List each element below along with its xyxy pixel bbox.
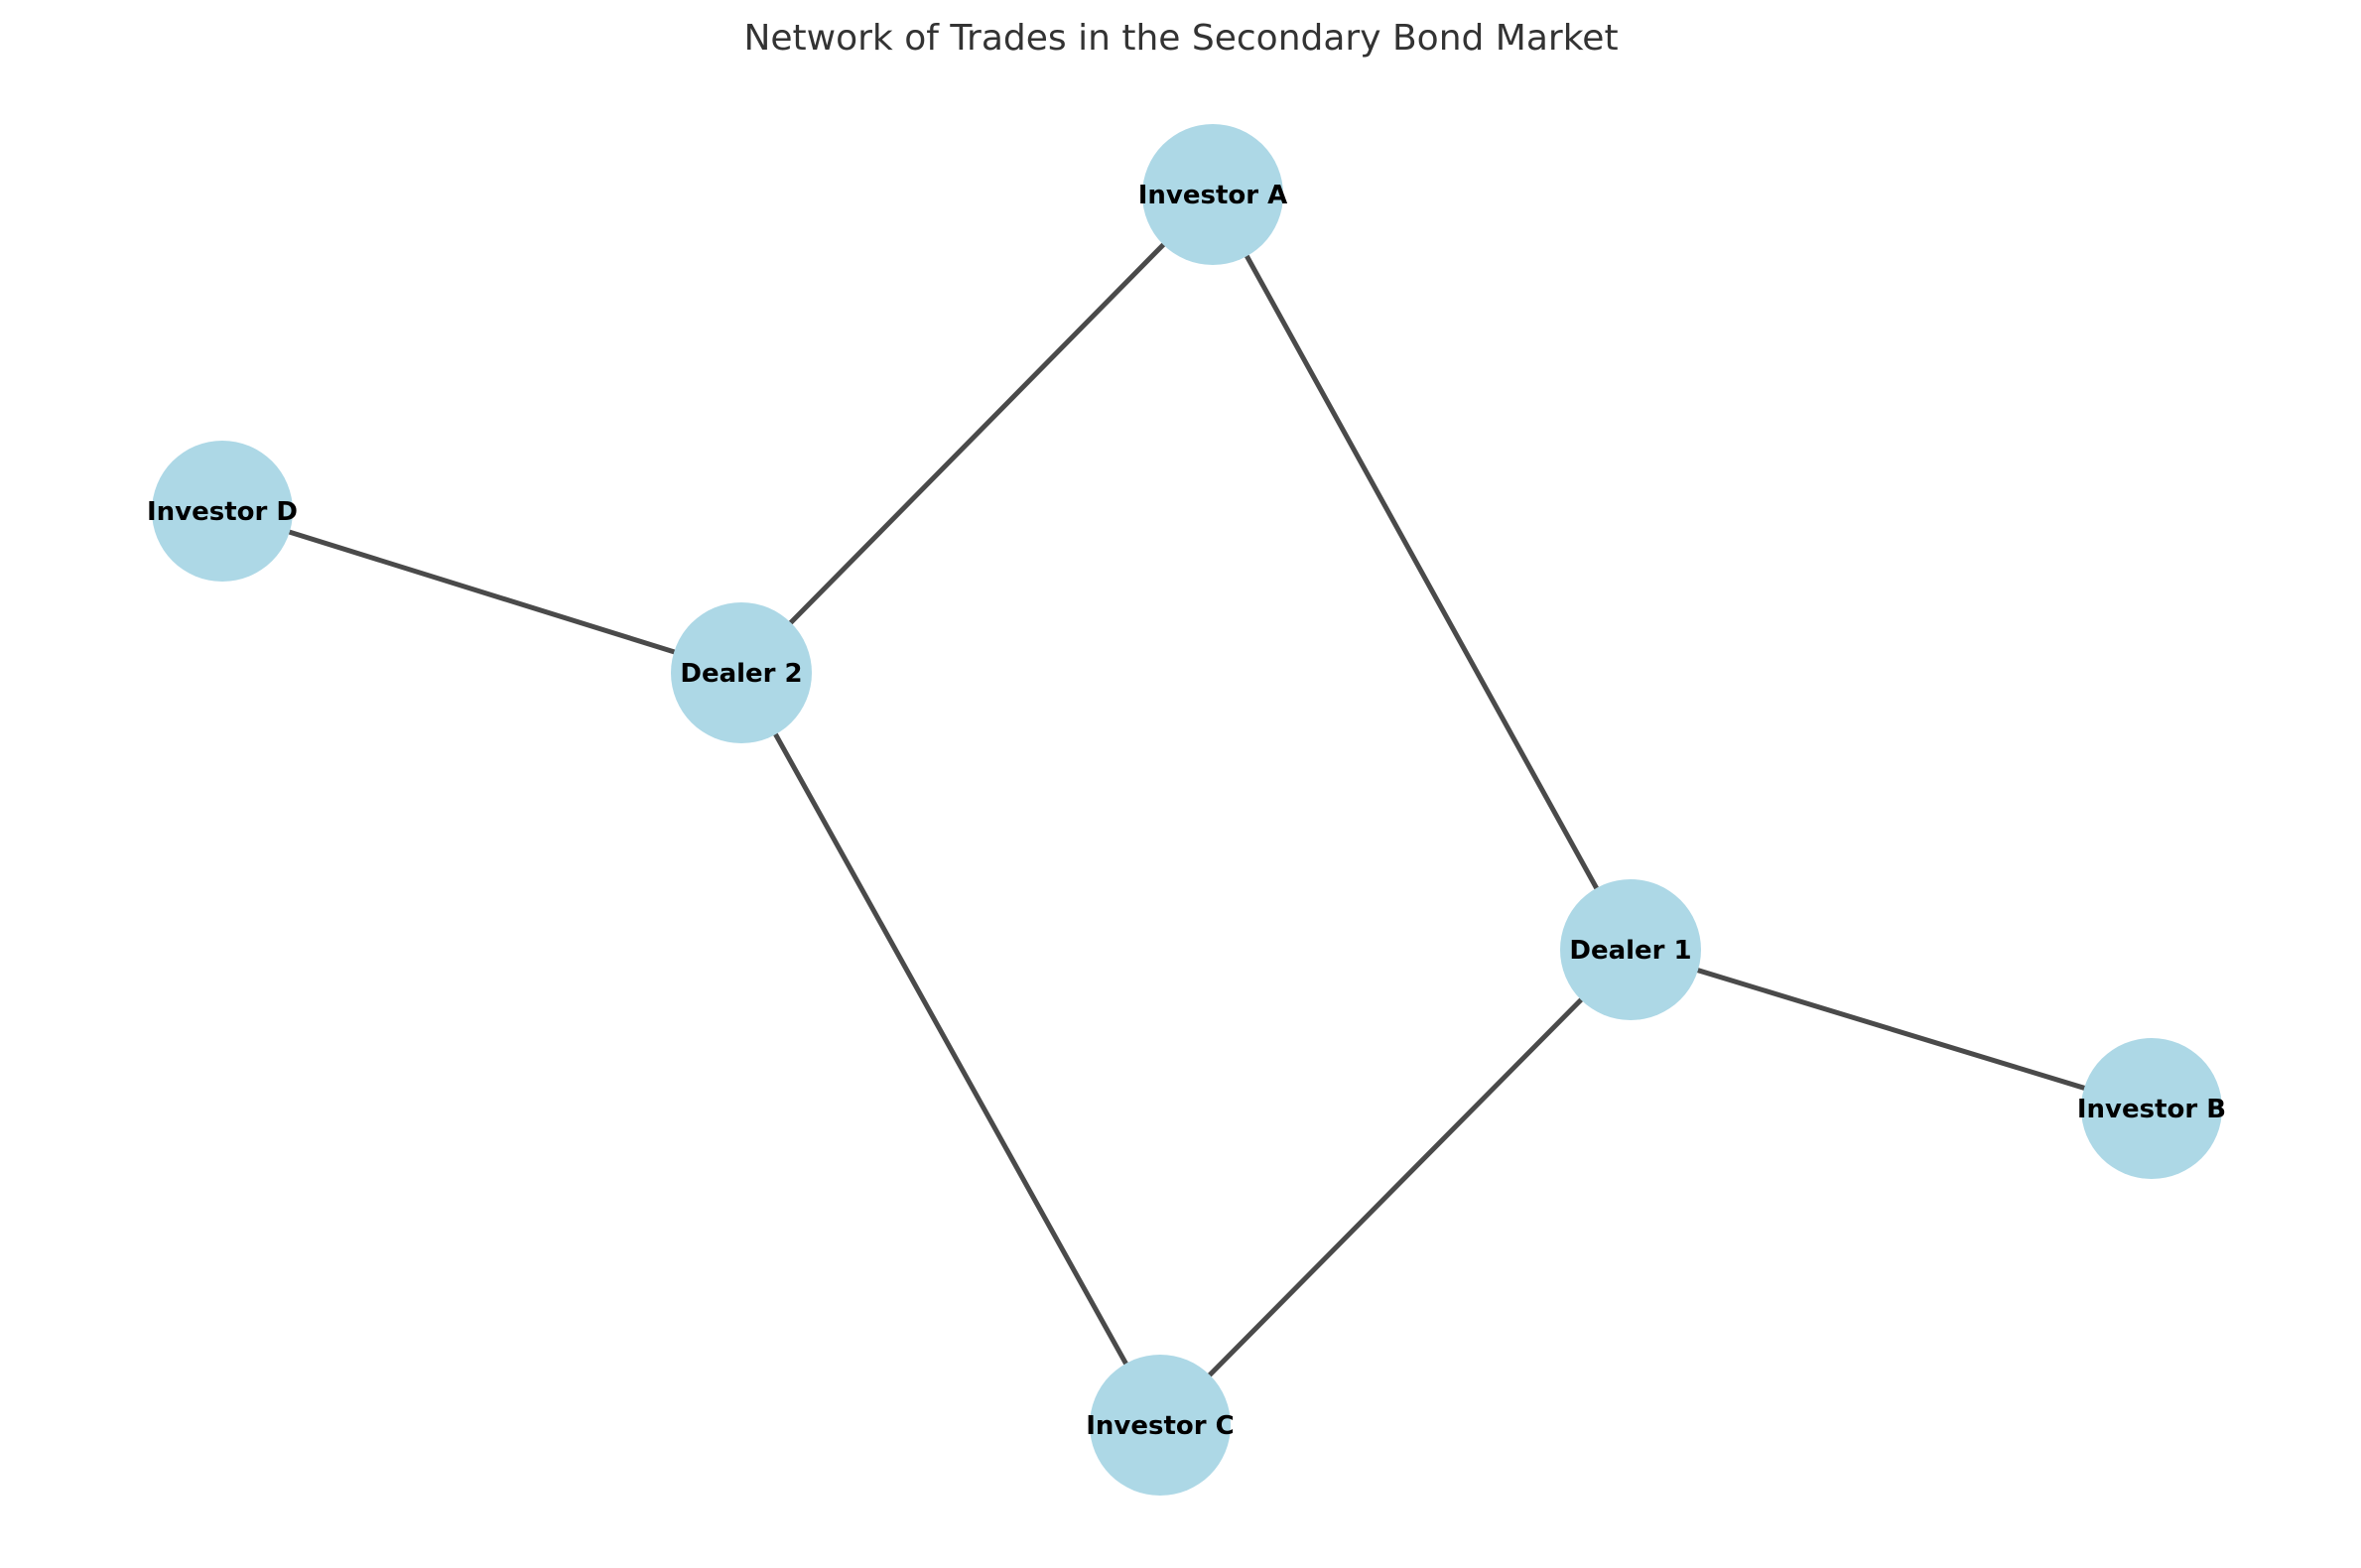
node-circle-investor-a <box>1142 124 1283 265</box>
node-circle-investor-c <box>1090 1355 1231 1496</box>
edge-investor-d-dealer-2 <box>287 529 677 655</box>
nodes-layer: Investor A Investor B Investor C Investor D… <box>147 124 2226 1496</box>
node-dealer-2: Dealer 2 <box>671 602 812 743</box>
node-label-investor-b: Investor B <box>2077 1095 2226 1124</box>
edge-dealer-2-investor-c <box>773 731 1128 1367</box>
node-investor-b: Investor B <box>2077 1038 2226 1179</box>
node-investor-c: Investor C <box>1086 1355 1235 1496</box>
node-label-investor-d: Investor D <box>147 497 298 527</box>
node-label-dealer-2: Dealer 2 <box>680 659 802 689</box>
node-investor-a: Investor A <box>1138 124 1288 265</box>
node-circle-dealer-1 <box>1560 879 1701 1020</box>
node-circle-dealer-2 <box>671 602 812 743</box>
node-label-dealer-1: Dealer 1 <box>1569 936 1691 966</box>
edge-dealer-1-investor-c <box>1207 996 1584 1378</box>
edge-investor-a-dealer-2 <box>788 242 1166 625</box>
node-investor-d: Investor D <box>147 441 298 582</box>
node-dealer-1: Dealer 1 <box>1560 879 1701 1020</box>
node-label-investor-c: Investor C <box>1086 1411 1235 1441</box>
edge-dealer-1-investor-b <box>1695 968 2087 1091</box>
edge-investor-a-dealer-1 <box>1244 253 1600 891</box>
diagram-title: Network of Trades in the Secondary Bond … <box>743 18 1618 59</box>
node-circle-investor-d <box>152 441 293 582</box>
edges-layer <box>287 242 2087 1378</box>
node-circle-investor-b <box>2081 1038 2222 1179</box>
node-label-investor-a: Investor A <box>1138 181 1288 210</box>
